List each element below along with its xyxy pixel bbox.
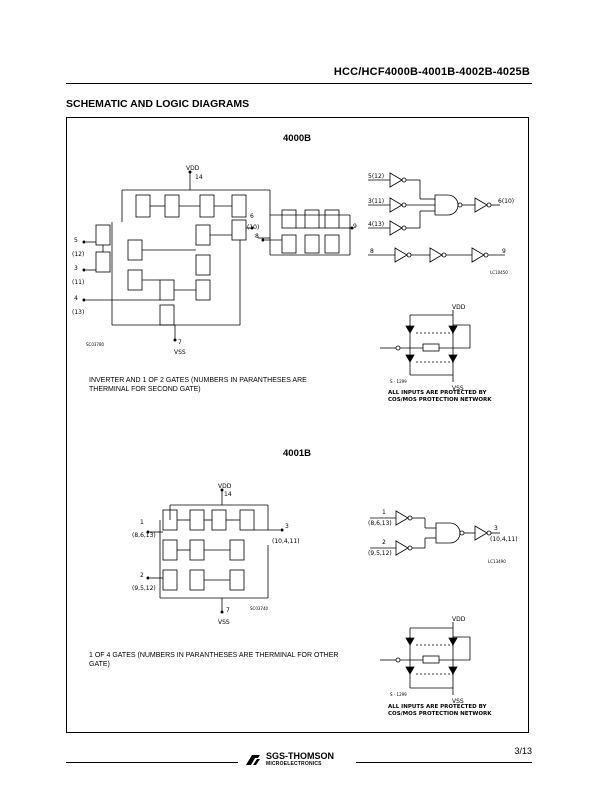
schematic-4000b [86, 172, 351, 340]
caption-4001b: 1 OF 4 GATES (NUMBERS IN PARANTHESES ARE… [89, 652, 339, 668]
logic-pin-inv-in: 8 [370, 248, 374, 255]
page-number: 3/13 [514, 746, 532, 756]
protection-network-1 [380, 310, 471, 382]
schematic-4001b [150, 490, 280, 612]
st-logo-icon [246, 755, 260, 765]
header-title: HCC/HCF4000B-4001B-4002B-4025B [333, 66, 530, 78]
out-pin-4001: 3 [285, 523, 289, 530]
protect-note-2: ALL INPUTS ARE PROTECTED BY COS/MOS PROT… [388, 704, 492, 717]
out-alt-4001: (10,4,11) [272, 538, 300, 545]
diagram-frame [66, 117, 529, 733]
logic-4001b [370, 510, 500, 556]
out-pin-b: 8 [255, 233, 259, 240]
protect-note-1: ALL INPUTS ARE PROTECTED BY COS/MOS PROT… [388, 390, 492, 403]
in-pin-c-alt: (13) [72, 309, 84, 316]
in-pin-b: 3 [74, 265, 78, 272]
out-pin-a-alt: (10) [247, 224, 259, 231]
in2-alt: (9,5,12) [132, 585, 156, 592]
in-pin-a: 5 [74, 237, 78, 244]
logic-out-alt: (10,4,11) [490, 536, 518, 543]
out-pin-a: 6 [250, 213, 254, 220]
prot1-vss: VSS [452, 385, 464, 392]
brand-name: SGS-THOMSON [266, 751, 335, 761]
footer-rule-right [356, 762, 532, 763]
brand-sub: MICROELECTRONICS [266, 761, 322, 767]
vss-label-4000: VSS [174, 349, 186, 356]
logic-pin-inv-out: 9 [502, 248, 506, 255]
vdd-label-4001: VDD [218, 483, 232, 490]
logic-pin-3: 4(13) [368, 221, 384, 228]
header-rule [66, 83, 532, 84]
vdd-pin-4000: 14 [195, 174, 203, 181]
brand-logo: SGS-THOMSON MICROELECTRONICS [244, 752, 334, 768]
caption-4000b: INVERTER AND 1 OF 2 GATES (NUMBERS IN PA… [89, 377, 307, 393]
logic-pin-2: 3(11) [368, 198, 384, 205]
protection-network-2 [380, 622, 471, 695]
ref-4000: SC03780 [86, 342, 105, 347]
logic-4000b [368, 172, 505, 263]
prot2-vdd: VDD [452, 616, 466, 623]
vss-pin-4001: 7 [226, 607, 230, 614]
vss-pin-4000: 7 [178, 339, 182, 346]
logic-in1: 1 [382, 509, 386, 516]
logic-ref-4000: LC10450 [490, 270, 508, 275]
logic-ref-4001: LC13490 [488, 559, 506, 564]
in2-pin: 2 [140, 572, 144, 579]
in-pin-c: 4 [74, 295, 78, 302]
footer-rule-left [66, 762, 238, 763]
prot2-ref: S - 1299 [390, 692, 407, 697]
prot2-vss: VSS [452, 698, 464, 705]
logic-out: 3 [494, 525, 498, 532]
logic-in1-alt: (8,6,13) [368, 520, 392, 527]
vdd-pin-4001: 14 [224, 491, 232, 498]
fig-4001b-title: 4001B [283, 448, 311, 459]
section-title: SCHEMATIC AND LOGIC DIAGRAMS [66, 98, 250, 110]
ref-4001: SC03740 [250, 606, 269, 611]
logic-pin-out: 6(10) [498, 198, 514, 205]
prot1-vdd: VDD [452, 304, 466, 311]
logic-pin-1: 5(12) [368, 173, 384, 180]
in-pin-b-alt: (11) [72, 279, 84, 286]
in1-alt: (8,6,13) [132, 532, 156, 539]
out-pin-c: 9 [353, 223, 357, 230]
fig-4000b-title: 4000B [283, 133, 311, 144]
vss-label-4001: VSS [218, 619, 230, 626]
in-pin-a-alt: (12) [72, 251, 84, 258]
vdd-label-4000: VDD [186, 165, 200, 172]
in1-pin: 1 [140, 519, 144, 526]
logic-in2: 2 [382, 539, 386, 546]
logic-in2-alt: (9,5,12) [368, 550, 392, 557]
prot1-ref: S - 1299 [390, 379, 407, 384]
